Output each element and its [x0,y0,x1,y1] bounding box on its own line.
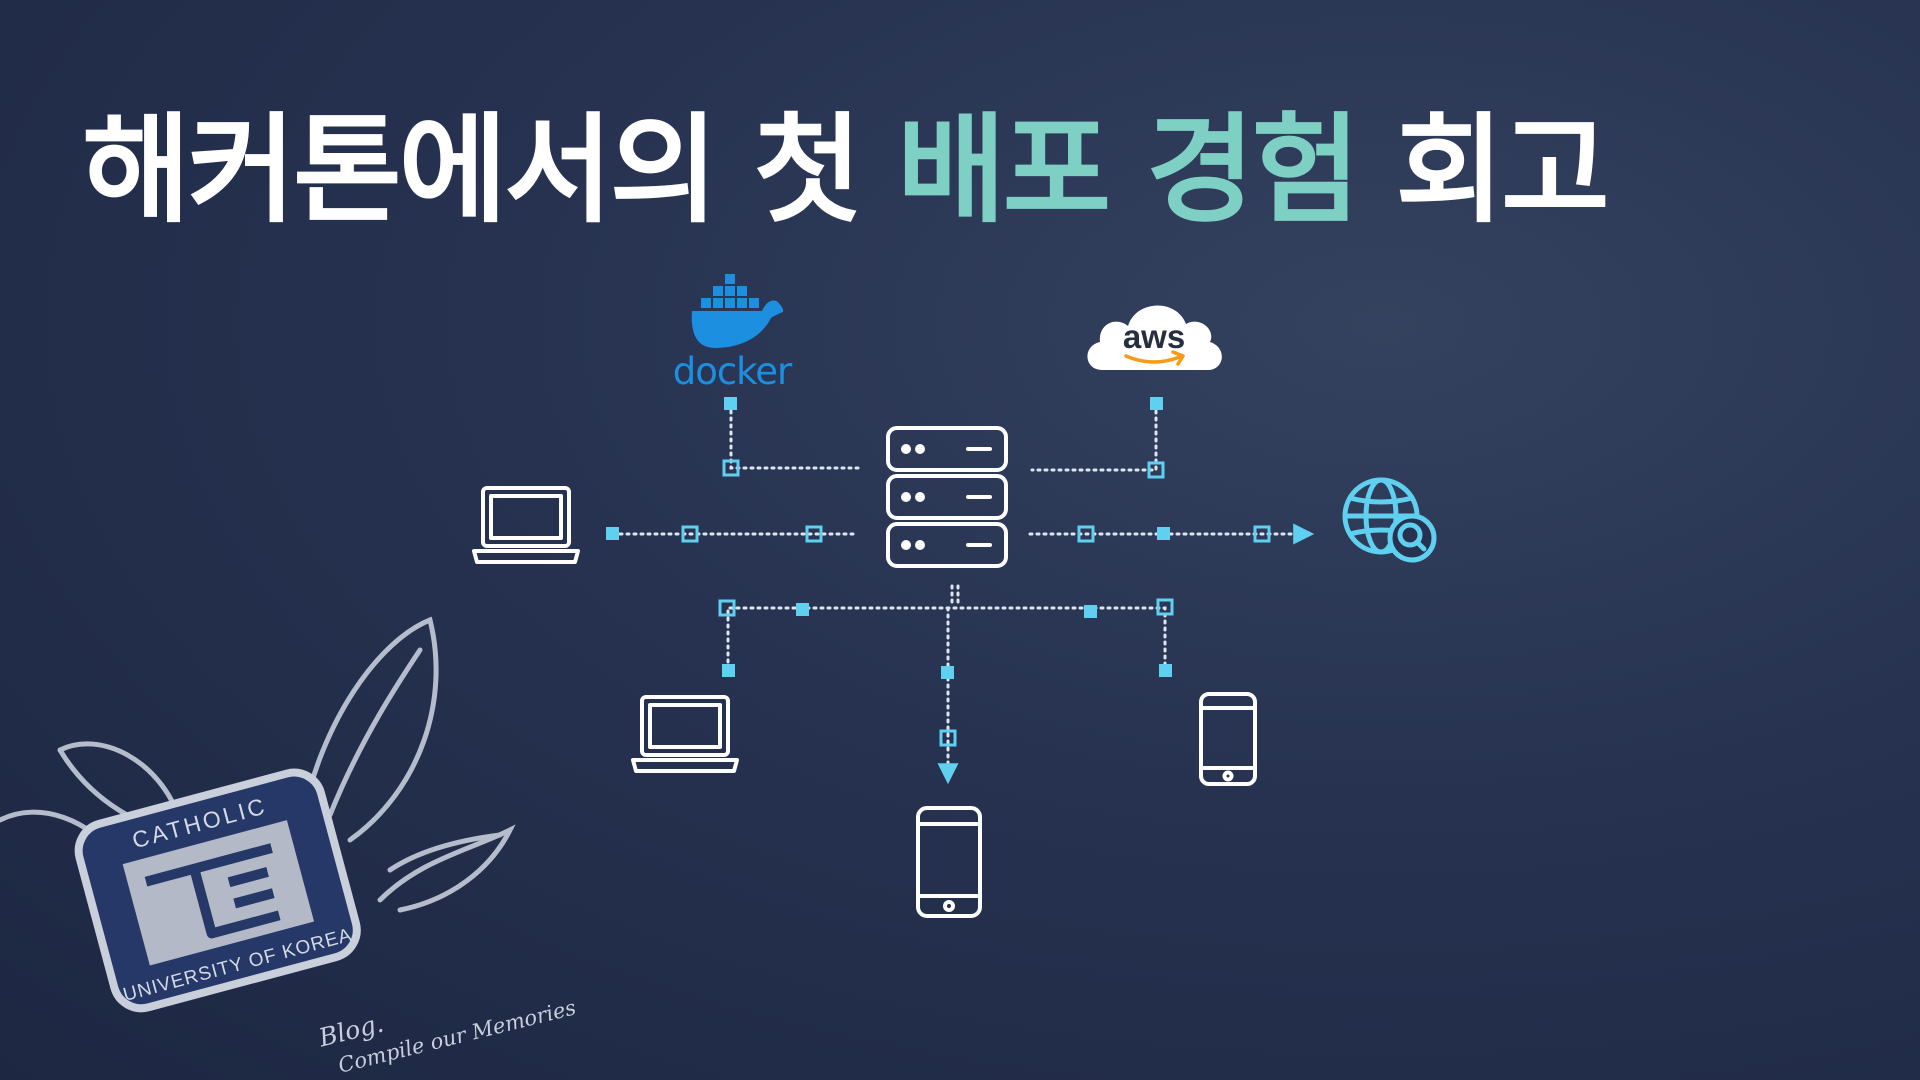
connection-nodes [606,397,1271,747]
node-hollow [718,599,736,617]
docker-logo: docker [673,274,794,393]
aws-smile-arrow [1124,350,1185,366]
laptop-icon [472,486,580,564]
node-filled [1159,664,1172,677]
node-filled [796,603,809,616]
node-hollow [1156,598,1174,616]
aws-label: aws [1123,318,1185,355]
node-filled [724,397,737,410]
node-filled [722,664,735,677]
server-rack-icon [886,426,1008,568]
blog-watermark: Blog. Compile our Memories [315,995,579,1077]
title-part-1: 해커톤에서의 첫 [82,101,898,239]
aws-cloud-icon [1087,305,1222,370]
aws-logo: aws [1087,305,1222,370]
smartphone-icon [1199,692,1257,786]
node-hollow [1077,525,1095,543]
node-hollow [939,729,957,747]
page-title: 해커톤에서의 첫 배포 경험 회고 [82,100,1610,242]
laptop-icon [631,695,739,773]
globe-search-icon [1342,477,1437,563]
docker-label: docker [673,350,793,393]
smartphone-icon [916,806,982,918]
node-hollow [722,459,740,477]
node-filled [1157,527,1170,540]
node-hollow [1147,461,1165,479]
node-hollow [681,525,699,543]
node-hollow [1253,525,1271,543]
node-filled [1084,605,1097,618]
node-hollow [805,525,823,543]
title-highlight: 배포 경험 [897,101,1360,239]
node-filled [941,666,954,679]
node-filled [1150,397,1163,410]
node-filled [606,527,619,540]
line-distribution-bus [726,606,1167,671]
line-aws-server [1030,402,1158,472]
title-part-2: 회고 [1357,101,1610,239]
university-seal: CATHOLIC UNIVERSITY OF KOREA [0,616,516,1013]
line-docker-server [729,402,860,470]
docker-whale-icon [691,274,784,348]
connection-lines [611,402,1315,785]
